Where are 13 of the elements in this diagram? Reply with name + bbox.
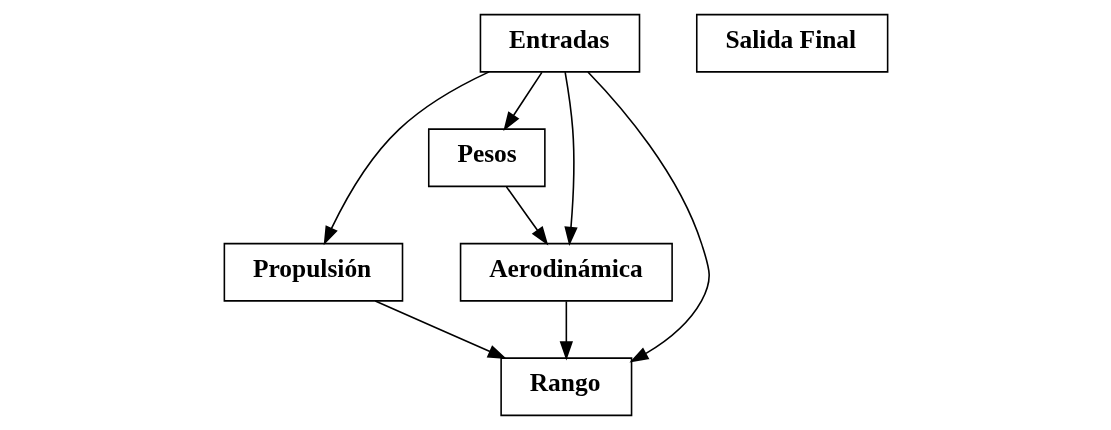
node-box: Propulsión (223, 242, 403, 302)
arrow (505, 186, 548, 246)
node-box: Aerodinámica (459, 242, 673, 302)
arrow (586, 71, 710, 363)
arrow (559, 300, 573, 361)
arrow (502, 71, 543, 131)
node-box: Entradas (479, 13, 640, 73)
node-box: Pesos (427, 128, 546, 188)
arrow (563, 71, 578, 246)
node-box: Rango (499, 357, 632, 417)
arrow (323, 71, 490, 246)
node-box: Salida Final (695, 13, 888, 73)
arrow (374, 300, 507, 359)
